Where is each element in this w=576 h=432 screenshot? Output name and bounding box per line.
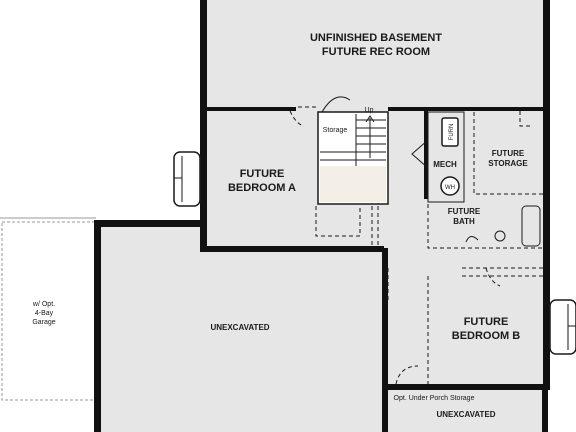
wall-mech-left xyxy=(424,107,428,199)
wall-left-upper xyxy=(200,0,207,250)
label-furn: FURN xyxy=(449,124,455,141)
label-future-storage-line1: FUTURE xyxy=(492,149,525,158)
window-well-left xyxy=(173,151,201,207)
dash-bath-box xyxy=(427,204,543,249)
wall-bedroom-a-top-left xyxy=(206,107,296,111)
wall-center-vertical xyxy=(382,248,388,432)
tub-icon xyxy=(521,205,541,247)
stair-up-arrow xyxy=(365,115,375,158)
label-unexcavated-left: UNEXCAVATED xyxy=(210,323,269,332)
label-future-storage-line2: STORAGE xyxy=(488,159,528,168)
sink-icon xyxy=(465,236,479,243)
door-swing-bedroom-a xyxy=(289,110,305,127)
label-unfinished-basement: UNFINISHED BASEMENT xyxy=(310,32,442,44)
label-bedroom-b-line2: BEDROOM B xyxy=(452,330,521,342)
label-storage: Storage xyxy=(323,127,348,134)
dash-future-storage xyxy=(473,112,543,195)
dash-stair-bottom xyxy=(315,206,361,237)
wall-top-unexcavated xyxy=(94,220,206,227)
label-up: Up xyxy=(365,107,374,114)
label-mech: MECH xyxy=(433,160,457,169)
water-heater-icon xyxy=(440,176,460,196)
wall-stair-right-top xyxy=(388,107,424,111)
label-future-bath-line2: BATH xyxy=(453,217,475,226)
window-well-right xyxy=(549,299,576,355)
door-swing-bedroom-b xyxy=(395,365,419,385)
wall-bedroom-b-bottom xyxy=(384,384,550,390)
unexcavated-right-fill xyxy=(384,388,546,432)
wall-mech-top xyxy=(424,107,544,111)
dash-hall xyxy=(371,206,379,248)
label-garage-line1: w/ Opt. xyxy=(32,301,55,308)
mech-door-swing xyxy=(411,139,429,169)
label-garage-line3: Garage xyxy=(32,319,55,326)
label-bedroom-a-line2: BEDROOM A xyxy=(228,182,296,194)
wall-bedroom-a-bottom xyxy=(200,246,384,252)
door-swing-storage xyxy=(519,111,530,127)
toilet-icon xyxy=(494,230,506,242)
label-bedroom-b-line1: FUTURE xyxy=(464,316,509,328)
garage-outline xyxy=(1,221,97,401)
label-future-bath-line1: FUTURE xyxy=(448,207,481,216)
label-under-porch: Opt. Under Porch Storage xyxy=(394,395,475,402)
wall-right-lower xyxy=(542,388,548,432)
label-bedroom-a-line1: FUTURE xyxy=(240,168,285,180)
storage-door-swing xyxy=(321,96,351,113)
label-unexcavated-right: UNEXCAVATED xyxy=(436,410,495,419)
door-swing-bath xyxy=(485,267,501,287)
label-future-rec-room: FUTURE REC ROOM xyxy=(322,46,430,58)
wall-right xyxy=(543,0,550,388)
label-wh: WH xyxy=(445,185,455,191)
wall-left-unexcavated xyxy=(94,220,101,432)
bedroom-b-fill xyxy=(384,248,546,388)
label-garage-line2: 4-Bay xyxy=(35,310,54,317)
stair-treads xyxy=(320,114,386,166)
unexcavated-left-fill xyxy=(100,226,384,432)
furnace-icon xyxy=(441,117,459,147)
stair-landing xyxy=(320,166,386,202)
